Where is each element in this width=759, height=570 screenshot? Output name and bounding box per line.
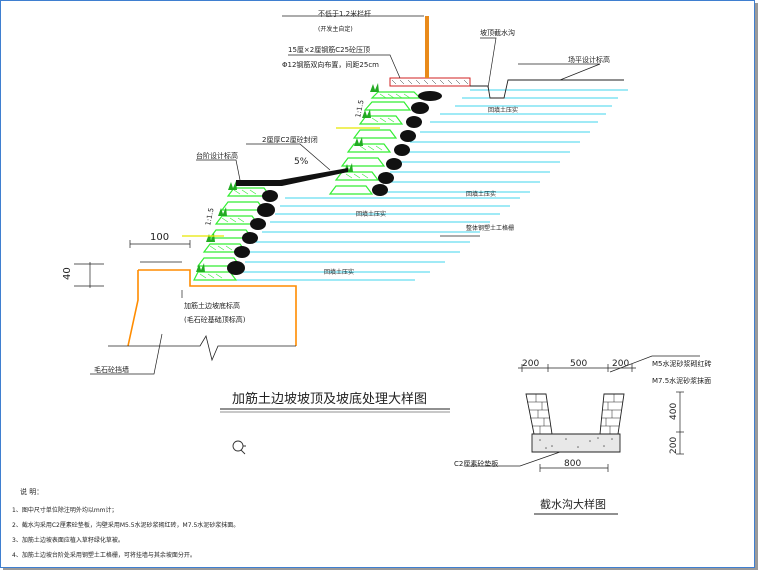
- label-geogrid: 整体钢塑土工格栅: [466, 224, 514, 232]
- ditch-mat-2: M7.5水泥砂浆抹面: [652, 376, 711, 385]
- note-item-2: 2、截水沟采用C2厘素砼垫板，沟壁采用M5.5水泥砂浆砌红砖，M7.5水泥砂浆抹…: [12, 522, 240, 529]
- label-ratio-upper: 1:1.5: [354, 99, 366, 118]
- label-ratio-lower: 1:1.5: [204, 207, 216, 226]
- ditch-mat-1: M5水泥砂浆砌红砖: [652, 359, 712, 368]
- strata-lines: [235, 89, 628, 281]
- ditch-dim-h1: 400: [669, 403, 679, 420]
- note-item-3: 3、加筋土边坡表面应植入草籽绿化草被。: [12, 537, 124, 544]
- ditch-dim-mid: 500: [570, 359, 587, 369]
- platform-seal: [236, 168, 348, 186]
- crest-ground: [470, 79, 624, 99]
- label-toe-elev-2: (毛石砼基础顶标高): [184, 315, 246, 324]
- label-railing-sub: (开发主自定): [318, 25, 353, 33]
- label-slope-grade: 5%: [294, 157, 309, 167]
- label-top-slab-rebar: Φ12钢筋双向布置，间距25cm: [282, 60, 379, 69]
- break-line: [108, 334, 296, 362]
- seal-marks: [182, 127, 380, 237]
- label-backfill-2: 回填土压实: [466, 190, 496, 198]
- slope-top: [389, 16, 624, 99]
- label-backfill-4: 回填土压实: [324, 268, 354, 276]
- label-top-slab: 15厘×2厘钢筋C25砼压顶: [288, 45, 370, 54]
- retaining-wall: [127, 269, 297, 347]
- label-seal-layer: 2厘厚C2厘砼封闭: [262, 135, 318, 144]
- cursor-icon: [232, 440, 246, 455]
- label-platform-elev: 台阶设计标高: [196, 151, 238, 160]
- ditch-title: 截水沟大样图: [540, 497, 606, 511]
- label-toe-elev-1: 加筋土边坡底标高: [184, 301, 240, 310]
- label-intercept-ditch: 坡顶截水沟: [480, 28, 515, 37]
- rubble-fill: [227, 91, 442, 275]
- ditch-dim-h2: 200: [669, 437, 679, 454]
- label-dim-100: 100: [150, 232, 169, 243]
- ditch-detail: [470, 355, 700, 472]
- label-site-elevation: 场平设计标高: [568, 55, 610, 64]
- note-item-1: 1、图中尺寸单位除注明外均以mm计；: [12, 507, 118, 514]
- main-title: 加筋土边坡坡顶及坡底处理大样图: [232, 391, 427, 407]
- ditch-dim-right: 200: [612, 359, 629, 369]
- railing-post: [425, 16, 429, 78]
- ditch-base-label: C2厘素砼垫板: [454, 459, 498, 468]
- label-backfill-1: 回填土压实: [488, 106, 518, 114]
- label-railing: 不低于1.2米栏杆: [318, 9, 371, 18]
- ditch-dim-bottom: 800: [564, 459, 581, 469]
- note-item-4: 4、加筋土边坡台阶处采用钢塑土工格栅，可将挂墙与其余坡面分开。: [12, 552, 196, 559]
- label-dim-40: 40: [62, 267, 73, 280]
- leader-lines: [74, 15, 601, 375]
- label-backfill-3: 回填土压实: [356, 210, 386, 218]
- label-rubble-wall: 毛石砼挡墙: [94, 365, 129, 374]
- ditch-dim-left: 200: [522, 359, 539, 369]
- notes-heading: 说 明：: [20, 488, 44, 496]
